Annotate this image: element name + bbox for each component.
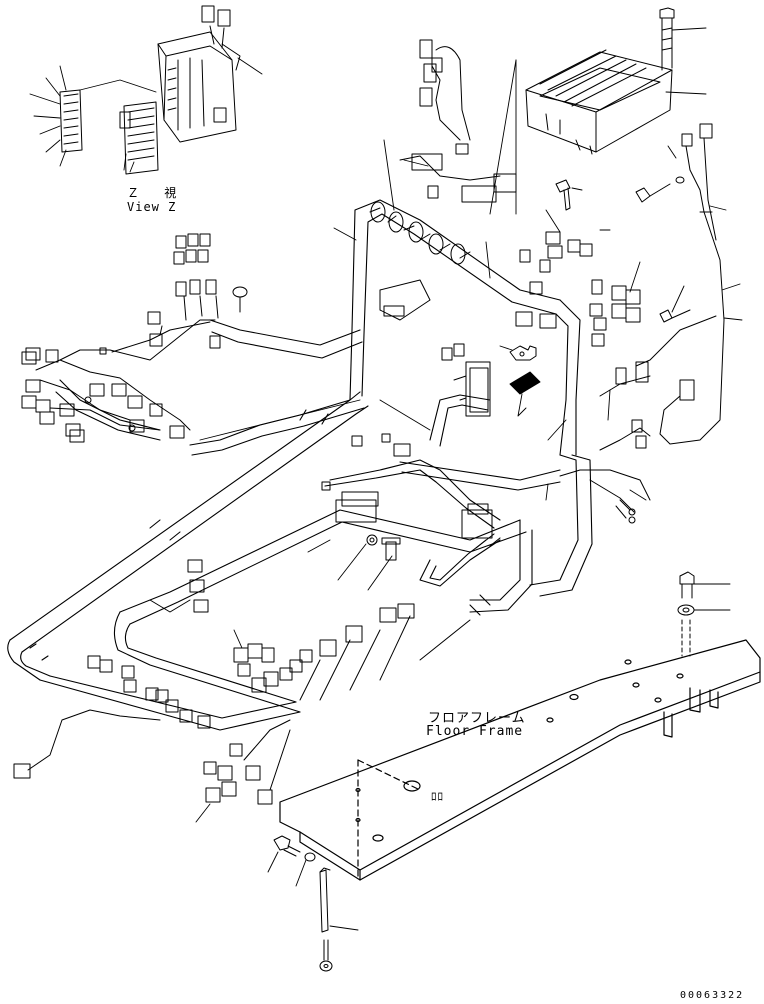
center-harness — [324, 394, 561, 587]
document-number: 00063322 — [680, 990, 745, 1001]
fuse-box — [59, 5, 241, 175]
fasteners — [273, 176, 695, 972]
leader-lines — [29, 27, 743, 931]
view-z-label-en: View Z — [127, 200, 177, 214]
controller-box — [525, 7, 675, 155]
small-mark: ﾛﾛ — [431, 790, 444, 803]
connectors — [13, 39, 695, 805]
floor-frame-label-en: Floor Frame — [426, 724, 524, 739]
right-wiring — [559, 123, 725, 501]
floor-frame — [279, 639, 761, 881]
view-z-label-jp: Ｚ 視 — [127, 186, 186, 200]
floor-frame-label-jp: フロアフレーム — [428, 711, 526, 726]
